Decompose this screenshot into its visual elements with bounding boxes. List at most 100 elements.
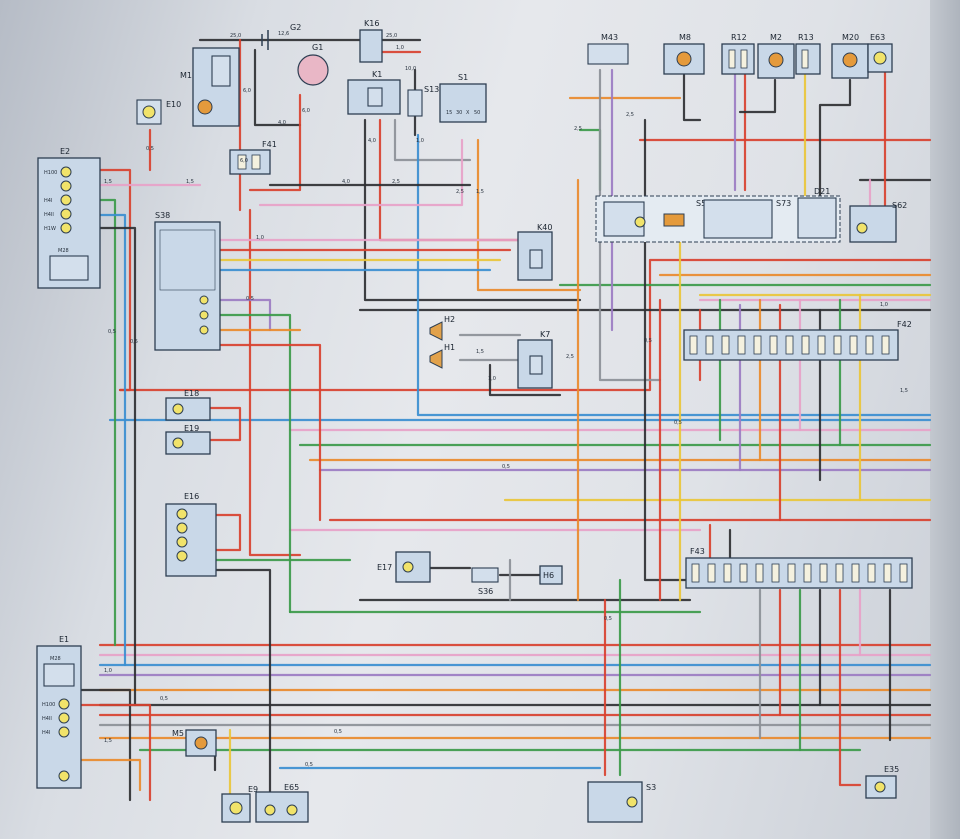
fuse-icon (689, 335, 698, 355)
wire-gauge-label: 1,0 (104, 668, 112, 674)
wire (818, 78, 852, 197)
wire (248, 208, 302, 557)
component-box (471, 567, 499, 583)
component-label: R13 (798, 33, 814, 42)
lamp-icon (176, 536, 188, 548)
wire (393, 118, 472, 162)
component-s1: S1 15 30 X 50 (439, 73, 487, 123)
component-box (407, 89, 423, 117)
component-box (165, 431, 211, 455)
wire (253, 48, 302, 127)
fuse-icon (835, 563, 844, 583)
fuse-icon (755, 563, 764, 583)
wire (98, 213, 127, 667)
wire-gauge-label: 1,0 (488, 376, 496, 382)
component-label: F43 (690, 547, 705, 556)
component-label: S1 (458, 73, 468, 82)
wire (218, 298, 272, 332)
component-m5: M5 (172, 729, 217, 757)
switch-element (663, 213, 685, 227)
component-label: S13 (424, 85, 439, 94)
wire (78, 758, 142, 792)
component-box (685, 557, 913, 589)
fuse-icon (721, 335, 730, 355)
fuse-icon (833, 335, 842, 355)
component-label: K7 (540, 330, 550, 339)
lamp-icon (626, 796, 638, 808)
fuse-icon (867, 563, 876, 583)
lamp-label: H100 (44, 170, 57, 176)
component-label: E17 (377, 563, 392, 572)
wire-gauge-label: 0,5 (334, 729, 342, 735)
lamp-icon (286, 804, 298, 816)
component-k40: K40 (517, 223, 553, 281)
lamp-label: H4I (42, 730, 50, 736)
component-e63: E63 (867, 33, 893, 73)
wire (213, 568, 272, 802)
wire-gauge-label: 2,5 (566, 354, 574, 360)
component-s73: S73 (776, 199, 791, 208)
wire-gauge-label: 1,0 (256, 235, 264, 241)
component-label: E16 (184, 492, 199, 501)
wire (78, 688, 132, 802)
switch-block (703, 199, 773, 239)
wire-gauge-label: 1,5 (186, 179, 194, 185)
component-label: E10 (166, 100, 181, 109)
fuse-icon (753, 335, 762, 355)
fuse-icon (251, 154, 261, 170)
wire-gauge-label: 0,5 (160, 696, 168, 702)
relay-coil (529, 355, 543, 375)
lamp-icon (176, 522, 188, 534)
component-g2: G2 (261, 23, 301, 50)
lamp-label: H1W (44, 226, 56, 232)
lamp-icon (58, 726, 70, 738)
sub-component-label: M28 (58, 248, 69, 254)
component-label: F41 (262, 140, 277, 149)
wire-gauge-label: 0,5 (502, 464, 510, 470)
lamp-icon (873, 51, 887, 65)
component-e18: E18 (165, 389, 211, 421)
motor-box (43, 663, 75, 687)
component-s62: S62 (849, 201, 907, 243)
component-label: F42 (897, 320, 912, 329)
wire-gauge-label: 0,5 (305, 762, 313, 768)
component-label: E65 (284, 783, 299, 792)
component-label: M8 (679, 33, 691, 42)
fuse-icon (723, 563, 732, 583)
wire (363, 118, 582, 302)
component-label: E35 (884, 765, 899, 774)
wire-layer (78, 38, 932, 802)
wire (258, 138, 464, 207)
wire (838, 588, 862, 787)
component-f41: F41 (229, 140, 277, 175)
lamp-icon (634, 216, 646, 228)
wire-gauge-label: 12,6 (278, 31, 289, 37)
wire (428, 566, 542, 577)
component-label: M5 (172, 729, 184, 738)
lamp-icon (874, 781, 886, 793)
component-box (849, 205, 897, 243)
component-m8: M8 (663, 33, 705, 75)
lamp-icon (58, 698, 70, 710)
wire-gauge-label: 2,5 (456, 189, 464, 195)
fuse-icon (707, 563, 716, 583)
component-label: E18 (184, 389, 199, 398)
component-d21: D21 (797, 187, 837, 239)
fuse-icon (769, 335, 778, 355)
wire-gauge-label: 25,0 (386, 33, 397, 39)
component-box (359, 29, 383, 63)
resistor-icon (740, 49, 748, 69)
fuse-icon (691, 563, 700, 583)
lamp-icon (58, 712, 70, 724)
component-label: D21 (814, 187, 830, 196)
wire (218, 313, 292, 614)
wire-gauge-label: 1,5 (900, 388, 908, 394)
motor-box (49, 255, 89, 281)
wire (488, 363, 562, 397)
lamp-icon (199, 295, 209, 305)
component-s3: S3 (587, 781, 656, 823)
lamp-icon (60, 208, 72, 220)
component-e17: E17 (377, 551, 431, 583)
wire-gauge-label: 6,0 (243, 88, 251, 94)
